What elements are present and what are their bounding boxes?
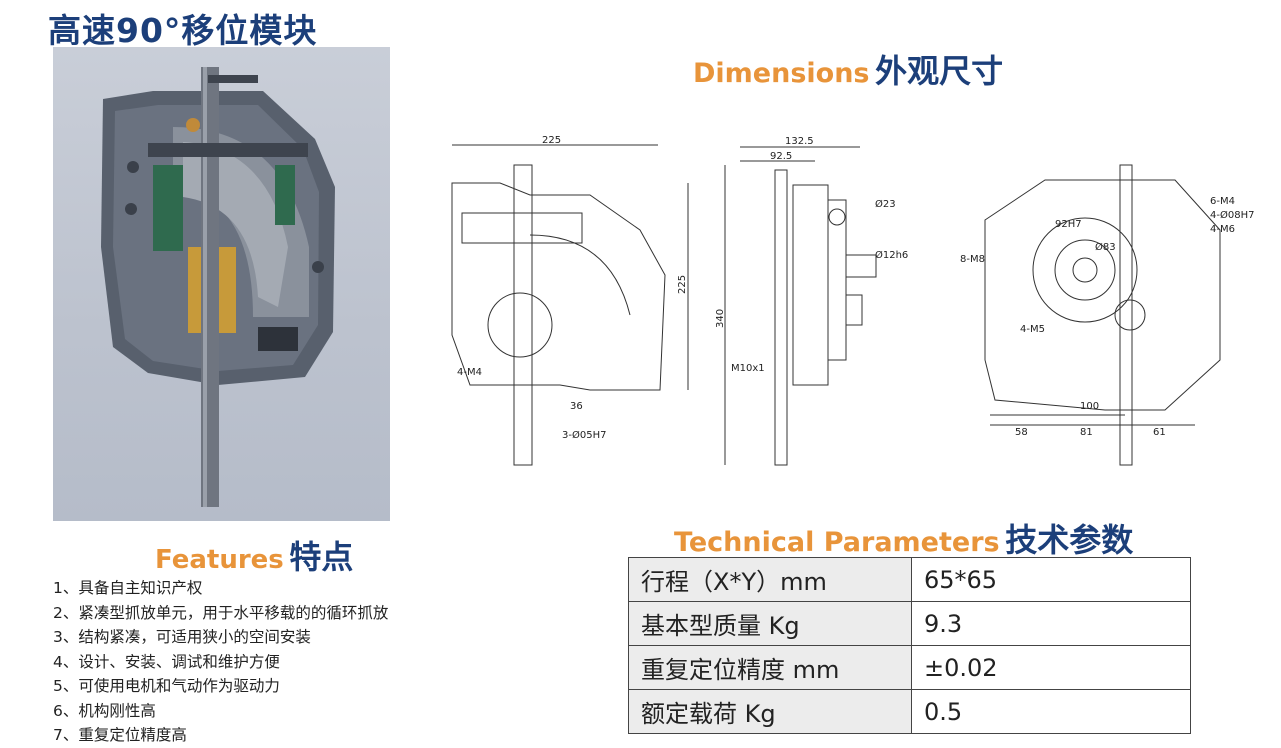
technical-heading-en: Technical Parameters bbox=[674, 527, 1000, 558]
front-height-label: 225 bbox=[677, 275, 688, 294]
table-row: 额定载荷 Kg 0.5 bbox=[628, 689, 1191, 734]
front-width-label: 225 bbox=[542, 135, 561, 146]
back-92h7-label: 92H7 bbox=[1055, 219, 1082, 230]
technical-heading-cn: 技术参数 bbox=[1005, 521, 1134, 559]
param-label: 行程（X*Y）mm bbox=[628, 557, 912, 602]
back-4d8-label: 4-Ø08H7 bbox=[1210, 209, 1254, 221]
back-6m4-label: 6-M4 bbox=[1210, 196, 1235, 207]
back-4m5-label: 4-M5 bbox=[1020, 324, 1045, 335]
feature-item: 3、结构紧凑，可适用狭小的空间安装 bbox=[53, 628, 311, 646]
param-value: 0.5 bbox=[911, 689, 1191, 734]
features-list: 1、具备自主知识产权 2、紧凑型抓放单元，用于水平移载的的循环抓放 3、结构紧凑… bbox=[53, 576, 388, 748]
side-inner-width: 92.5 bbox=[770, 151, 792, 162]
side-total-width: 132.5 bbox=[785, 136, 814, 147]
product-image bbox=[53, 47, 390, 521]
feature-item: 4、设计、安装、调试和维护方便 bbox=[53, 652, 280, 671]
back-81-label: 81 bbox=[1080, 427, 1093, 438]
side-d12-label: Ø12h6 bbox=[875, 249, 908, 261]
side-d23-label: Ø23 bbox=[875, 198, 896, 210]
table-row: 基本型质量 Kg 9.3 bbox=[628, 601, 1191, 646]
param-value: 9.3 bbox=[911, 601, 1191, 646]
back-4m6-label: 4-M6 bbox=[1210, 224, 1235, 235]
features-heading-cn: 特点 bbox=[289, 538, 354, 576]
dimensions-heading-cn: 外观尺寸 bbox=[875, 52, 1004, 90]
param-label: 基本型质量 Kg bbox=[628, 601, 912, 646]
back-d83-label: Ø83 bbox=[1095, 241, 1116, 253]
feature-item: 2、紧凑型抓放单元，用于水平移载的的循环抓放 bbox=[53, 603, 389, 622]
front-hole-label: 3-Ø05H7 bbox=[562, 429, 606, 441]
param-label: 额定载荷 Kg bbox=[628, 689, 912, 734]
feature-item: 7、重复定位精度高 bbox=[53, 726, 187, 744]
feature-item: 5、可使用电机和气动作为驱动力 bbox=[53, 677, 280, 695]
back-view-drawing: 100 58 81 61 92H7 Ø83 8-M8 6-M4 4-Ø08H7 … bbox=[955, 160, 1255, 470]
technical-parameters-table: 行程（X*Y）mm 65*65 基本型质量 Kg 9.3 重复定位精度 mm ±… bbox=[628, 557, 1191, 734]
feature-item: 6、机构刚性高 bbox=[53, 701, 156, 720]
back-58-label: 58 bbox=[1015, 427, 1028, 438]
side-view-drawing: 132.5 92.5 340 Ø23 Ø12h6 M10x1 bbox=[715, 135, 925, 470]
back-100-label: 100 bbox=[1080, 401, 1099, 412]
table-row: 重复定位精度 mm ±0.02 bbox=[628, 645, 1191, 690]
back-61-label: 61 bbox=[1153, 427, 1166, 438]
dimensions-heading: Dimensions 外观尺寸 bbox=[693, 46, 1003, 92]
front-view-drawing: 225 225 4-M4 3-Ø05H7 36 bbox=[440, 135, 700, 470]
features-heading-en: Features bbox=[155, 545, 284, 575]
param-value: 65*65 bbox=[911, 557, 1191, 602]
back-8m8-label: 8-M8 bbox=[960, 254, 985, 265]
front-36-label: 36 bbox=[570, 401, 583, 412]
side-m10-label: M10x1 bbox=[731, 363, 765, 374]
table-row: 行程（X*Y）mm 65*65 bbox=[628, 557, 1191, 602]
side-height: 340 bbox=[715, 309, 726, 328]
front-m4-label: 4-M4 bbox=[457, 367, 482, 378]
param-label: 重复定位精度 mm bbox=[628, 645, 912, 690]
technical-heading: Technical Parameters 技术参数 bbox=[674, 515, 1133, 561]
feature-item: 1、具备自主知识产权 bbox=[53, 579, 203, 597]
features-heading: Features 特点 bbox=[155, 532, 353, 578]
dimensions-heading-en: Dimensions bbox=[693, 58, 870, 89]
param-value: ±0.02 bbox=[911, 645, 1191, 690]
page-title: 高速90°移位模块 bbox=[48, 11, 318, 50]
